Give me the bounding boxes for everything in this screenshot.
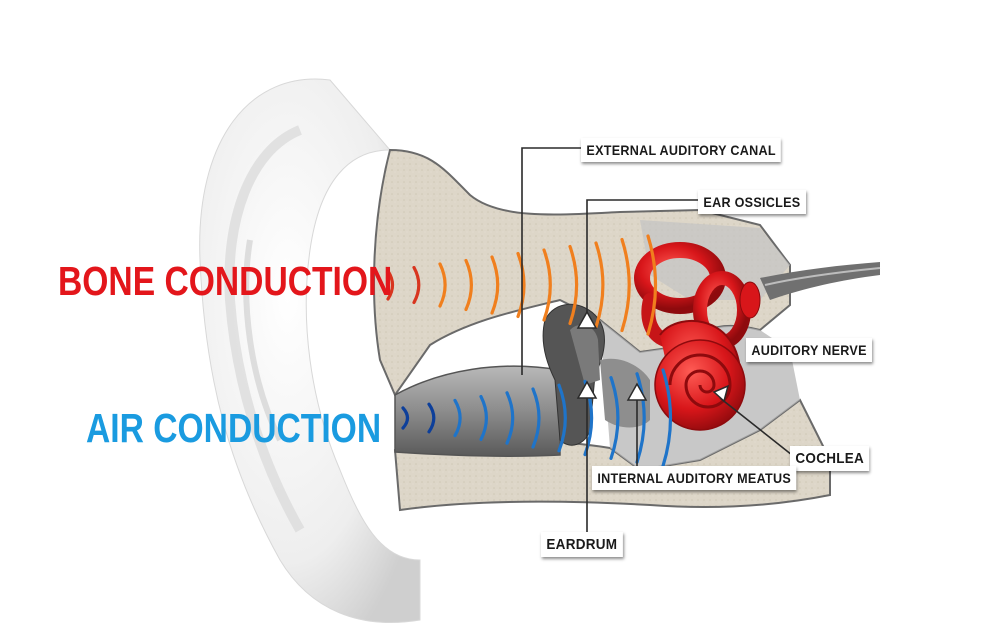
arrow-up-icon bbox=[626, 382, 648, 401]
callout-arrowheads bbox=[576, 310, 730, 403]
callout-ear-ossicles: EAR OSSICLES bbox=[698, 190, 806, 214]
sound-wave-icon bbox=[464, 258, 473, 312]
sound-wave-icon bbox=[661, 368, 673, 468]
bone-conduction-label: BONE CONDUCTION bbox=[58, 258, 393, 304]
sound-wave-icon bbox=[542, 248, 552, 322]
bone-conduction-waves bbox=[386, 234, 658, 336]
arrow-up-icon bbox=[576, 310, 598, 329]
sound-wave-icon bbox=[386, 269, 395, 301]
arrow-up-icon bbox=[712, 384, 730, 403]
callout-eardrum: EARDRUM bbox=[541, 532, 623, 557]
sound-wave-icon bbox=[620, 237, 631, 333]
cochlea-structure bbox=[634, 242, 761, 431]
sound-wave-icon bbox=[609, 376, 620, 460]
outer-ear bbox=[199, 78, 421, 623]
auditory-nerve-tube bbox=[760, 262, 881, 300]
callout-auditory-nerve: AUDITORY NERVE bbox=[746, 338, 873, 362]
leader-external-auditory-canal bbox=[521, 147, 583, 375]
sound-wave-icon bbox=[427, 402, 436, 434]
callout-internal-auditory-meatus: INTERNAL AUDITORY MEATUS bbox=[592, 466, 797, 490]
sound-wave-icon bbox=[635, 372, 646, 464]
sound-wave-icon bbox=[568, 244, 579, 326]
callout-lines bbox=[521, 147, 793, 538]
sound-wave-icon bbox=[516, 251, 526, 319]
sound-wave-icon bbox=[594, 241, 605, 329]
sound-wave-icon bbox=[490, 255, 500, 315]
sound-wave-icon bbox=[438, 262, 447, 308]
air-conduction-label: AIR CONDUCTION bbox=[86, 405, 382, 451]
sound-wave-icon bbox=[531, 387, 541, 449]
sound-wave-icon bbox=[401, 406, 410, 430]
air-conduction-waves bbox=[401, 368, 673, 468]
leader-cochlea bbox=[719, 397, 793, 456]
sound-wave-icon bbox=[646, 234, 658, 336]
callout-external-auditory-canal: EXTERNAL AUDITORY CANAL bbox=[581, 138, 782, 162]
sound-wave-icon bbox=[479, 395, 488, 441]
arrow-up-icon bbox=[576, 380, 598, 399]
sound-wave-icon bbox=[412, 265, 421, 305]
sound-wave-icon bbox=[557, 383, 567, 453]
callout-cochlea: COCHLEA bbox=[790, 446, 870, 471]
sound-wave-icon bbox=[505, 391, 515, 445]
sound-wave-icon bbox=[453, 398, 462, 438]
leader-ear-ossicles bbox=[586, 199, 700, 325]
